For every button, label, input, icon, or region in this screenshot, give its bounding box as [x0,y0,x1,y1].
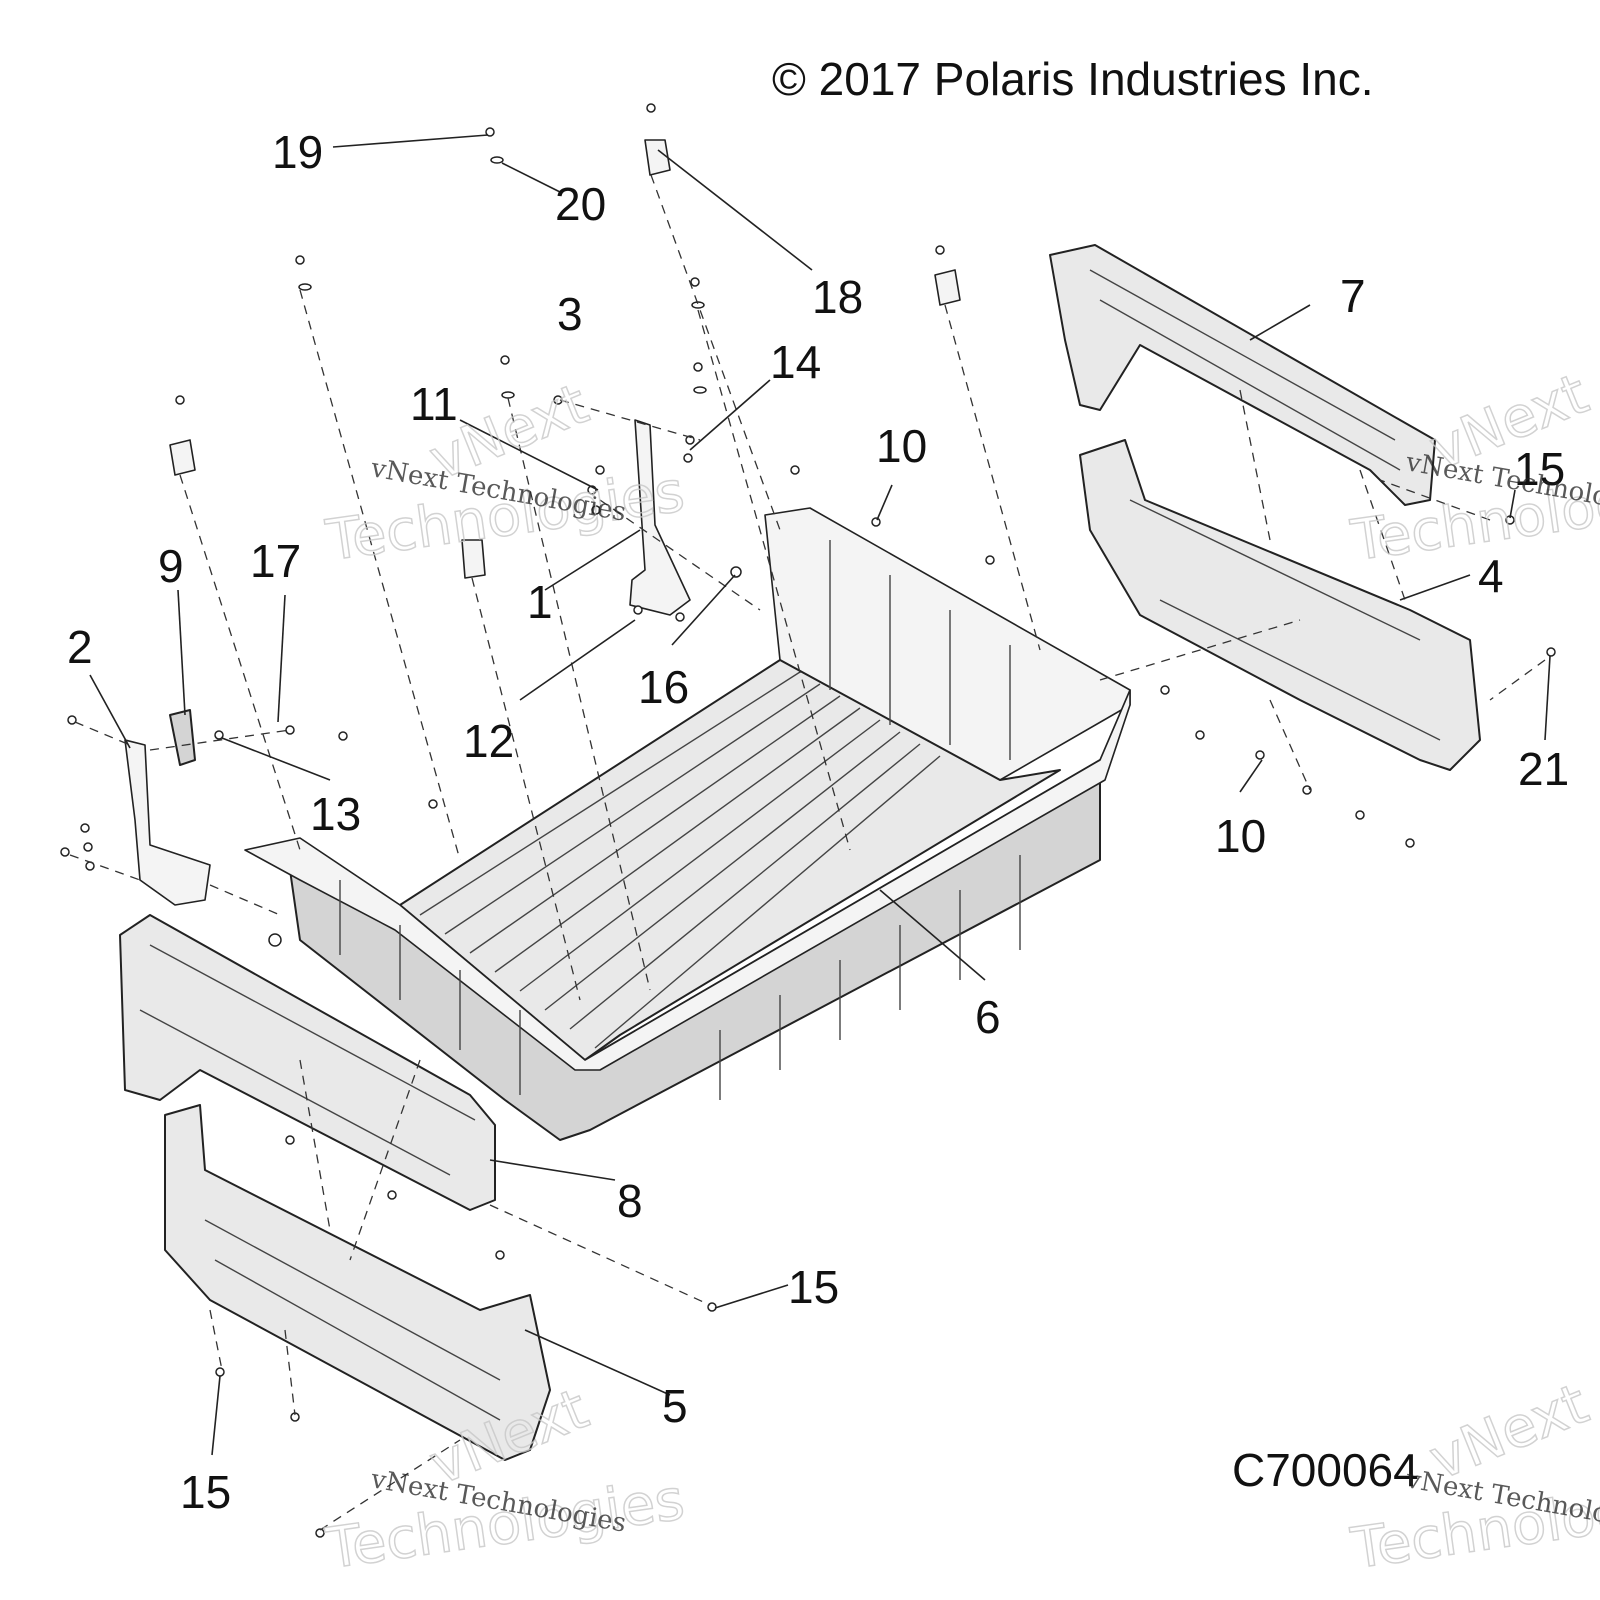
callout-15-a: 15 [1514,443,1565,495]
callout-7: 7 [1340,270,1366,322]
part-1-right-bracket [629,419,691,616]
diagram-code: C700064 [1232,1444,1419,1496]
callout-20: 20 [555,178,606,230]
watermark-bottom-center: vNext Technologies vNext Technologies [321,1376,689,1583]
part-18-tie-down [644,139,671,176]
callout-9: 9 [158,540,184,592]
callout-18: 18 [812,271,863,323]
tie-down-center [461,539,486,579]
callout-19: 19 [272,126,323,178]
part-2-left-bracket [124,739,211,906]
callout-13: 13 [310,788,361,840]
copyright-notice: © 2017 Polaris Industries Inc. [772,53,1374,105]
watermark-top-center: vNext Technologies vNext Technologies [321,371,689,575]
callout-1: 1 [527,576,553,628]
tie-down-right [934,269,961,306]
part-4-rear-lower-panel [1079,439,1481,771]
callout-5: 5 [662,1380,688,1432]
callout-16: 16 [638,661,689,713]
part-6-cargo-box [244,507,1131,1141]
callout-3: 3 [557,288,583,340]
tie-down-left [169,439,196,476]
callout-11: 11 [410,378,458,430]
callout-17: 17 [250,535,301,587]
callout-10-b: 10 [1215,810,1266,862]
callout-2: 2 [67,621,93,673]
callout-6: 6 [975,991,1001,1043]
callout-4: 4 [1478,550,1504,602]
leader-lines [89,134,1551,1456]
part-8-front-upper-panel [119,914,496,1211]
callout-15-b: 15 [788,1261,839,1313]
callout-15-c: 15 [180,1466,231,1518]
callout-14: 14 [770,336,821,388]
alignment-lines [69,174,1546,1531]
callout-12: 12 [463,715,514,767]
part-9-hinge-bracket [169,709,196,766]
callout-8: 8 [617,1175,643,1227]
part-7-rear-upper-panel [1049,244,1436,506]
callout-21: 21 [1518,743,1569,795]
callout-labels: 1 2 3 4 5 6 7 8 9 10 10 11 12 13 14 15 1… [67,126,1569,1518]
callout-10: 10 [876,420,927,472]
part-5-front-lower-panel [164,1104,551,1461]
